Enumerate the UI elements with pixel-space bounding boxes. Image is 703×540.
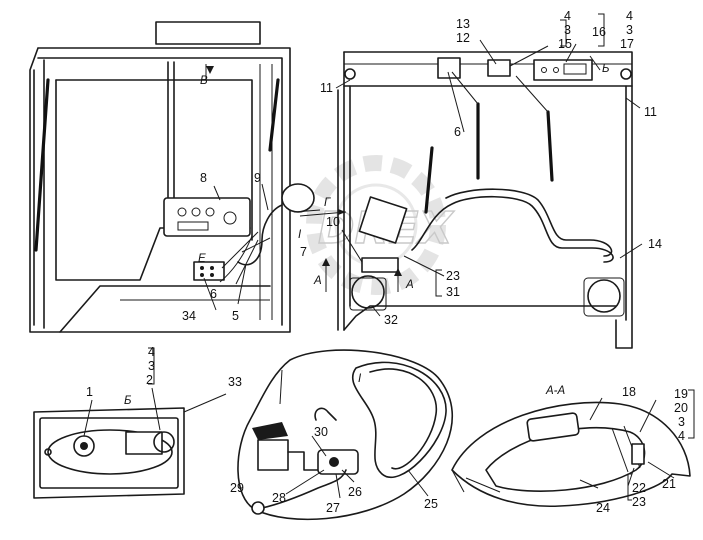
ground-ring [251,501,265,515]
marker-b-top: В [200,75,208,87]
callout-9: 9 [254,171,261,185]
callout-18: 18 [622,385,636,399]
callout-11-left: 11 [320,81,333,95]
callout-15: 15 [558,37,572,51]
vent-right [587,279,621,313]
callout-34: 34 [182,309,196,323]
callout-29: 29 [230,481,244,495]
marker-aa: А-А [545,385,566,397]
callout-2: 2 [146,373,153,387]
callout-23-aa: 23 [632,495,646,509]
callout-4-right: 4 [626,9,633,23]
vent-left [351,275,385,309]
callout-26: 26 [348,485,362,499]
callout-22: 22 [632,481,646,495]
mirror-glass [351,361,447,478]
bracket [257,439,289,471]
instrument-panel [163,197,251,237]
section-markers: В Б Б Е Г А А I I А-А [124,63,610,407]
callout-1: 1 [86,385,93,399]
callout-7: 7 [300,245,307,259]
terminal-block-16 [533,59,593,81]
marker-i-main: I [298,229,302,241]
right-cab-view [337,51,633,349]
marker-a-left: А [313,275,322,287]
callout-24: 24 [596,501,610,515]
detail-mirror-mount [237,349,454,521]
callout-4: 4 [148,345,155,359]
detail-lamp-view [33,407,185,499]
detail-section-aa [451,401,691,508]
callout-6-right: 6 [454,125,461,139]
leader-lines [83,13,695,501]
callout-8: 8 [200,171,207,185]
callout-32: 32 [384,313,398,327]
callout-4-top: 4 [564,9,571,23]
callout-20: 20 [674,401,688,415]
callout-30: 30 [314,425,328,439]
callout-10: 10 [326,215,340,229]
marker-g: Г [324,197,331,209]
connector-12 [437,57,461,79]
heater-unit [358,196,408,244]
callout-21: 21 [662,477,676,491]
callout-23-top: 23 [446,269,460,283]
callout-12: 12 [456,31,470,45]
left-cab-view [29,21,315,333]
callout-19: 19 [674,387,688,401]
callout-28: 28 [272,491,286,505]
callout-31: 31 [446,285,460,299]
callout-27: 27 [326,501,340,515]
callout-5: 5 [232,309,239,323]
callout-labels: 4 3 2 1 33 8 9 7 6 34 5 11 11 13 12 4 3 … [86,9,688,515]
callout-13: 13 [456,17,470,31]
callout-3: 3 [148,359,155,373]
callout-17: 17 [620,37,634,51]
callout-33: 33 [228,375,242,389]
callout-25: 25 [424,497,438,511]
marker-a-right: А [405,279,414,291]
callout-6-left: 6 [210,287,217,301]
callout-4-aa: 4 [678,429,685,443]
connector-15 [487,59,511,77]
callout-3-top: 3 [564,23,571,37]
marker-b-right: Б [602,63,610,75]
callout-11-right: 11 [644,105,657,119]
callout-3-right: 3 [626,23,633,37]
mirror [281,183,315,213]
callout-3-aa: 3 [678,415,685,429]
callout-16: 16 [592,25,606,39]
marker-b-detail: Б [124,395,132,407]
marker-e: Е [198,253,206,265]
callout-14: 14 [648,237,662,251]
marker-i-detail: I [358,373,362,385]
